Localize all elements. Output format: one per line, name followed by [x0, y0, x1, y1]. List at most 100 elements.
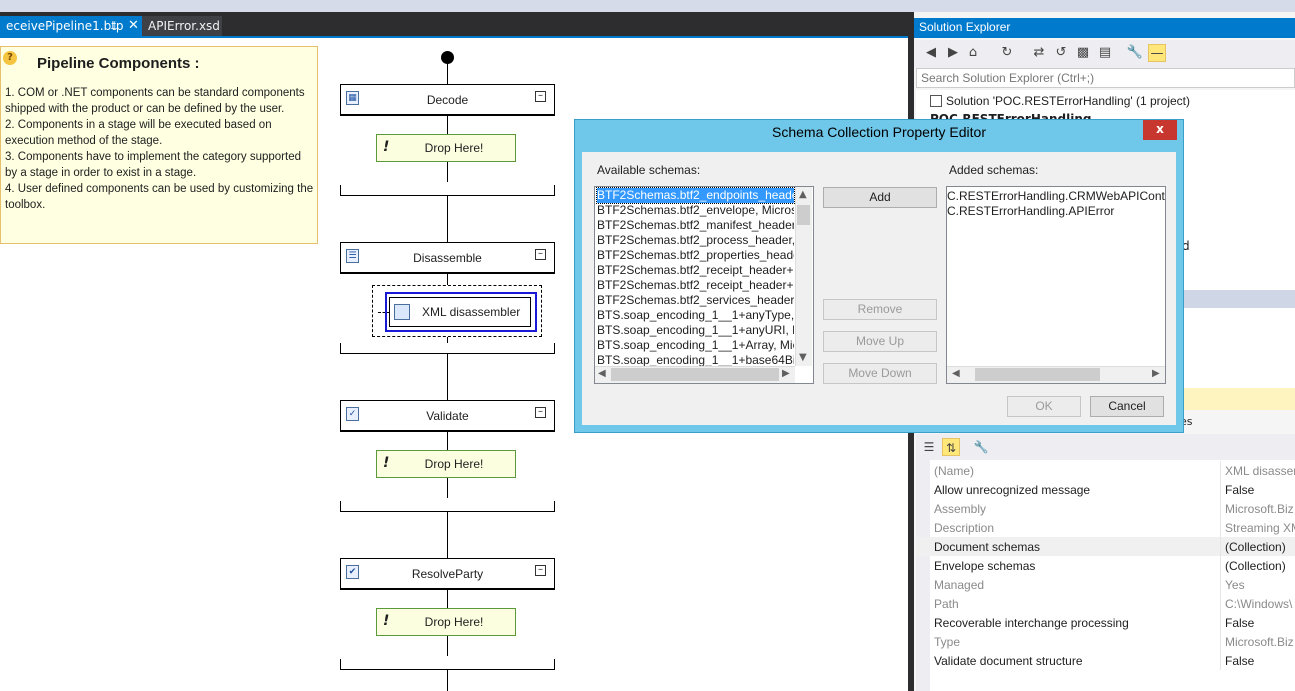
- properties-wrench-icon[interactable]: 🔧: [1126, 45, 1144, 60]
- home-icon[interactable]: ⌂: [968, 45, 978, 60]
- scroll-left-icon[interactable]: ◀: [598, 368, 606, 379]
- added-schema-item[interactable]: C.RESTErrorHandling.APIError: [947, 204, 1115, 218]
- scroll-right-icon[interactable]: ▶: [782, 368, 790, 379]
- solution-icon: [930, 95, 942, 107]
- available-schemas-list[interactable]: [594, 186, 814, 384]
- property-value[interactable]: Streaming XM: [1225, 521, 1295, 535]
- scroll-left-icon[interactable]: ◀: [952, 368, 960, 379]
- stage-resolveparty[interactable]: ✔ ResolveParty –: [340, 558, 555, 590]
- added-schemas-list[interactable]: [946, 186, 1166, 384]
- property-row[interactable]: Document schemas(Collection): [916, 537, 1295, 556]
- property-pages-icon[interactable]: 🔧: [973, 440, 989, 454]
- solution-search-input[interactable]: Search Solution Explorer (Ctrl+;): [916, 68, 1295, 88]
- property-value[interactable]: XML disassen: [1225, 464, 1295, 478]
- drop-zone[interactable]: ! Drop Here!: [376, 608, 516, 636]
- collapse-icon[interactable]: –: [535, 91, 546, 102]
- stage-footer: [340, 659, 555, 670]
- available-schema-item[interactable]: BTS.soap_encoding_1__1+anyURI, Mic: [597, 323, 794, 337]
- property-value[interactable]: (Collection): [1225, 559, 1286, 573]
- stage-footer: [340, 501, 555, 512]
- available-schema-item[interactable]: BTS.soap_encoding_1__1+base64Bina: [597, 353, 794, 367]
- property-value[interactable]: C:\Windows\: [1225, 597, 1293, 611]
- connector-line: [447, 116, 448, 134]
- ok-button[interactable]: OK: [1007, 396, 1081, 417]
- sync-icon[interactable]: ⇄: [1033, 45, 1045, 60]
- drop-zone[interactable]: ! Drop Here!: [376, 134, 516, 162]
- show-all-files-icon[interactable]: ▤: [1098, 45, 1112, 60]
- available-schema-item[interactable]: BTF2Schemas.btf2_services_header, M: [597, 293, 794, 307]
- scroll-down-icon[interactable]: ▼: [799, 352, 807, 363]
- available-vertical-scrollbar[interactable]: [795, 187, 812, 366]
- available-schema-item-selected[interactable]: BTF2Schemas.btf2_endpoints_header: [596, 187, 795, 204]
- property-value[interactable]: False: [1225, 616, 1255, 630]
- move-up-button[interactable]: Move Up: [823, 331, 937, 352]
- tree-item-solution[interactable]: Solution 'POC.RESTErrorHandling' (1 proj…: [930, 94, 1190, 108]
- property-value[interactable]: False: [1225, 483, 1255, 497]
- available-schema-item[interactable]: BTF2Schemas.btf2_receipt_header+co: [597, 263, 794, 277]
- scroll-thumb[interactable]: [797, 205, 810, 225]
- property-row[interactable]: (Name)XML disassen: [916, 461, 1295, 480]
- xml-disassembler-component[interactable]: XML disassembler: [389, 297, 531, 327]
- collapse-icon[interactable]: –: [535, 249, 546, 260]
- available-schema-item[interactable]: BTF2Schemas.btf2_manifest_header, I: [597, 218, 794, 232]
- tree-item-project[interactable]: POC.RESTErrorHandling: [930, 112, 1092, 120]
- available-schema-item[interactable]: BTS.soap_encoding_1__1+anyType, M: [597, 308, 794, 322]
- tab-receivepipeline[interactable]: eceivePipeline1.btp ⊥ ✕: [0, 16, 142, 38]
- move-down-button[interactable]: Move Down: [823, 363, 937, 384]
- add-button[interactable]: Add: [823, 187, 937, 208]
- available-schema-item[interactable]: BTF2Schemas.btf2_process_header, M: [597, 233, 794, 247]
- column-separator: [1220, 537, 1221, 556]
- lightbulb-icon: ?: [3, 51, 17, 65]
- note-line: 2. Components in a stage will be execute…: [5, 119, 272, 147]
- tab-apierror[interactable]: APIError.xsd: [142, 16, 222, 38]
- forward-icon[interactable]: ▶: [948, 45, 958, 60]
- available-schema-item[interactable]: BTF2Schemas.btf2_envelope, Microsc: [597, 203, 794, 217]
- property-value[interactable]: Microsoft.Biz: [1225, 502, 1294, 516]
- pipeline-note: ? Pipeline Components : 1. COM or .NET c…: [0, 46, 318, 244]
- component-connector: [378, 312, 390, 313]
- available-schema-item[interactable]: BTS.soap_encoding_1__1+Array, Micr: [597, 338, 794, 352]
- property-row[interactable]: Envelope schemas(Collection): [916, 556, 1295, 575]
- back-icon[interactable]: ◀: [926, 45, 936, 60]
- cancel-button[interactable]: Cancel: [1090, 396, 1164, 417]
- refresh-icon[interactable]: ↺: [1055, 45, 1067, 60]
- history-icon[interactable]: ↻: [1001, 45, 1013, 60]
- pin-icon[interactable]: ⊥: [110, 19, 120, 32]
- scroll-thumb[interactable]: [975, 368, 1100, 381]
- property-value[interactable]: False: [1225, 654, 1255, 668]
- close-icon[interactable]: ✕: [128, 18, 139, 33]
- column-separator: [1220, 461, 1221, 480]
- scroll-up-icon[interactable]: ▲: [799, 189, 807, 200]
- close-icon[interactable]: x: [1143, 120, 1177, 140]
- drop-label: Drop Here!: [424, 457, 484, 471]
- collapse-icon[interactable]: –: [535, 565, 546, 576]
- collapse-icon[interactable]: –: [535, 407, 546, 418]
- scroll-thumb[interactable]: [611, 368, 779, 381]
- note-line: 3. Components have to implement the cate…: [5, 151, 301, 179]
- preview-icon[interactable]: —: [1148, 44, 1166, 62]
- drop-zone[interactable]: ! Drop Here!: [376, 450, 516, 478]
- scroll-right-icon[interactable]: ▶: [1152, 368, 1160, 379]
- stage-disassemble[interactable]: ☰ Disassemble –: [340, 242, 555, 274]
- property-value[interactable]: Microsoft.Biz: [1225, 635, 1294, 649]
- stage-validate-icon: ✓: [346, 407, 359, 421]
- available-schema-item[interactable]: BTF2Schemas.btf2_receipt_header+de: [597, 278, 794, 292]
- remove-button[interactable]: Remove: [823, 299, 937, 320]
- collapse-all-icon[interactable]: ▩: [1076, 45, 1090, 60]
- categorized-icon[interactable]: ☰: [923, 440, 935, 454]
- stage-validate[interactable]: ✓ Validate –: [340, 400, 555, 432]
- property-value[interactable]: Yes: [1225, 578, 1245, 592]
- added-schema-item[interactable]: C.RESTErrorHandling.CRMWebAPIContac: [947, 189, 1165, 203]
- available-schema-item[interactable]: BTF2Schemas.btf2_properties_header,: [597, 248, 794, 262]
- property-value[interactable]: (Collection): [1225, 540, 1286, 554]
- alphabetical-icon[interactable]: ⇅: [942, 438, 960, 456]
- stage-decode[interactable]: ▦ Decode –: [340, 84, 555, 116]
